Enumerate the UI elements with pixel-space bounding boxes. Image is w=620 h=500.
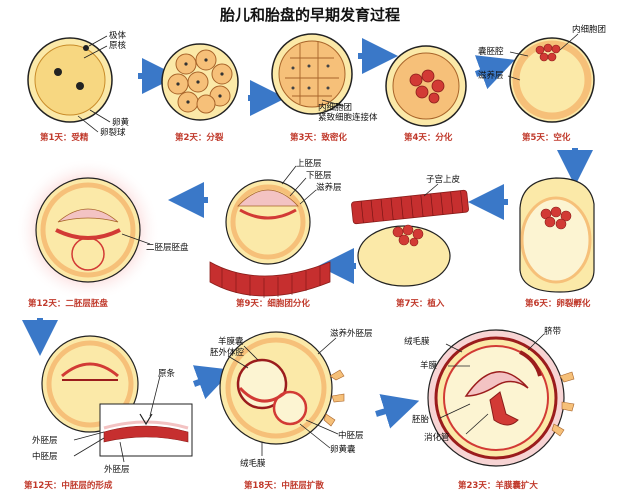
stage-day2: 第2天：分裂: [161, 43, 239, 143]
caption-day23: 第23天：羊膜囊扩大: [458, 480, 538, 491]
stage-day9: 上胚层 下胚层 滋养层 第9天：细胞团分化: [209, 159, 342, 309]
compact-cells: [278, 40, 346, 108]
pronucleus-2: [76, 82, 84, 90]
primitive-streak-arrows: [139, 413, 153, 426]
label-amnion-23: 羊膜: [420, 360, 438, 371]
label-digestive-tube: 消化管: [424, 432, 450, 443]
uterine-wall-9: [209, 261, 331, 297]
label-trophoectoderm: 滋养外胚层: [330, 328, 373, 339]
caption-day6: 第6天：卵裂孵化: [525, 298, 591, 309]
arrow-4-5: [474, 55, 515, 90]
label-chorion-18: 绒毛膜: [240, 458, 266, 469]
umbilical-cord: [519, 350, 542, 377]
label-blastomere: 卵裂球: [100, 127, 126, 138]
embryo-body: [464, 371, 529, 397]
hypoblast: [239, 208, 297, 220]
stage-day18: 羊膜囊 胚外体腔 滋养外胚层 中胚层 卵黄囊 绒毛膜 第18天：中胚层扩散: [210, 328, 373, 491]
label-hypoblast: 下胚层: [306, 171, 332, 181]
stage-day3: 内细胞团 紧致细胞连接体 第3天：致密化: [271, 33, 378, 143]
yolk-sac-18: [272, 390, 308, 426]
label-trophoblast-9: 滋养层: [316, 182, 342, 193]
epiblast: [237, 189, 299, 207]
label-pronucleus: 原核: [109, 40, 127, 51]
label-mesoderm-12: 中胚层: [32, 451, 58, 462]
label-ectoderm-1: 外胚层: [32, 435, 58, 446]
label-bilaminar-disc: 二胚层胚盘: [146, 242, 189, 253]
zygote-yolk: [34, 44, 106, 116]
label-blastocoel: 囊胚腔: [478, 46, 504, 57]
label-umbilical-cord: 脐带: [544, 326, 562, 337]
blastocyst-shell: [509, 37, 595, 123]
label-primitive-streak: 原条: [158, 368, 176, 379]
stage-day5: 囊胚腔 滋养层 内细胞团 第5天：空化: [478, 24, 606, 143]
label-trophoblast-5: 滋养层: [478, 70, 504, 81]
caption-day18: 第18天：中胚层扩散: [244, 480, 324, 491]
day12-embryo: [35, 177, 141, 283]
arrow-12b-18: [192, 365, 233, 400]
caption-day7: 第7天：植入: [396, 298, 445, 309]
label-ectoderm-2: 外胚层: [104, 464, 130, 475]
caption-day2: 第2天：分裂: [175, 132, 224, 143]
stage-day12a: 二胚层胚盘 第12天：二胚层胚盘: [16, 158, 189, 309]
stage-day4: 第4天：分化: [385, 45, 467, 143]
label-yolk: 卵黄: [112, 117, 130, 128]
label-inner-cell-mass-3: 内细胞团: [318, 102, 352, 113]
polar-body: [83, 45, 89, 51]
caption-day5: 第5天：空化: [522, 132, 571, 143]
label-tight-junction: 紧致细胞连接体: [318, 112, 378, 123]
label-epiblast: 上胚层: [296, 159, 322, 169]
label-mesoderm-18: 中胚层: [338, 430, 364, 441]
label-chorion-23: 绒毛膜: [404, 336, 430, 347]
page-title: 胎儿和胎盘的早期发育过程: [220, 6, 400, 24]
caption-day4: 第4天：分化: [404, 132, 453, 143]
pronucleus-1: [54, 68, 62, 76]
caption-day12b: 第12天：中胚层的形成: [24, 480, 113, 491]
arrow-18-23: [375, 394, 420, 429]
label-embryo: 胚胎: [412, 414, 430, 425]
stage-day6: 第6天：卵裂孵化: [519, 177, 595, 309]
caption-day9: 第9天：细胞团分化: [236, 298, 310, 309]
uterine-epithelium: [351, 189, 469, 225]
stage-day12b: 原条 外胚层 中胚层 外胚层 第12天：中胚层的形成: [24, 335, 193, 491]
implanting-blastocyst: [357, 225, 451, 287]
label-inner-cell-mass-5: 内细胞团: [572, 24, 606, 35]
stage-day23: 绒毛膜 羊膜 脐带 胚胎 消化管 第23天：羊膜囊扩大: [404, 326, 575, 491]
label-extraembryonic-coelom: 胚外体腔: [210, 347, 245, 358]
caption-day12a: 第12天：二胚层胚盘: [28, 298, 108, 309]
label-amniotic-sac-18: 羊膜囊: [218, 336, 244, 347]
label-polar-body: 极体: [109, 30, 127, 41]
caption-day1: 第1天：受精: [40, 132, 89, 143]
stage-day7: 子宫上皮 第7天：植入: [351, 174, 469, 309]
caption-day3: 第3天：致密化: [290, 132, 347, 143]
stage-day1: 极体 原核 卵黄 卵裂球 第1天：受精: [27, 30, 130, 143]
label-yolk-sac: 卵黄囊: [330, 444, 356, 455]
label-uterine-epithelium: 子宫上皮: [426, 174, 461, 185]
